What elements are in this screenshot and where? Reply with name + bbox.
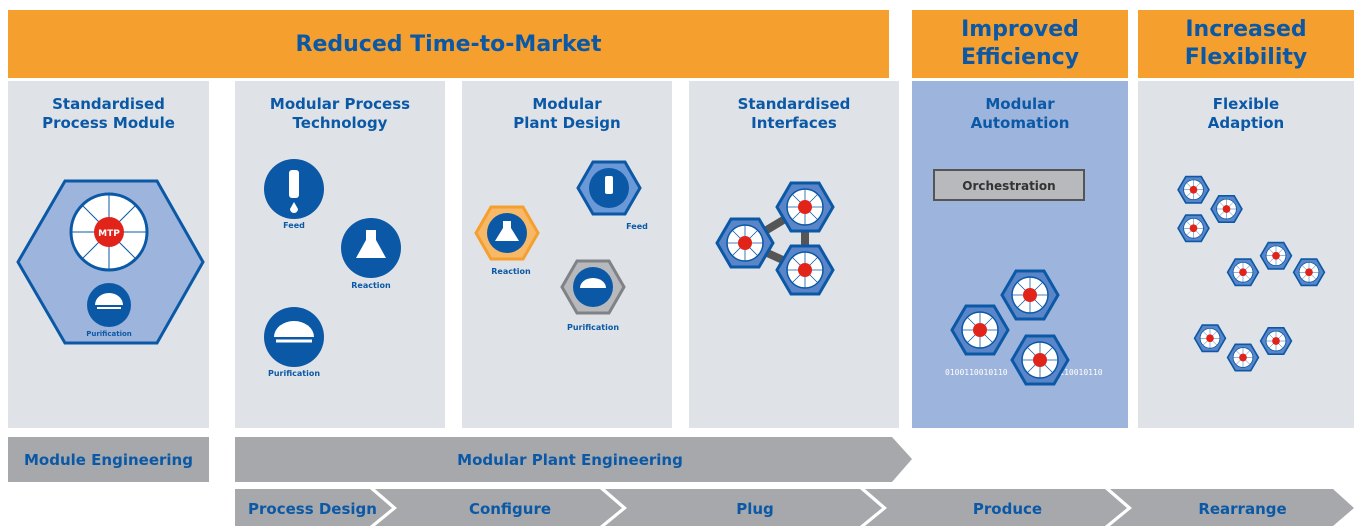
orchestration-label: Orchestration bbox=[962, 179, 1055, 193]
modular-plant-engineering-bar bbox=[235, 437, 912, 482]
module-cluster bbox=[1177, 175, 1326, 372]
svg-text:0100110010110: 0100110010110 bbox=[1040, 368, 1103, 377]
phase-rearrange: Rearrange bbox=[1198, 500, 1287, 518]
reaction-label: Reaction bbox=[491, 267, 531, 276]
purification-label: Purification bbox=[86, 330, 132, 338]
svg-text:0100110010110: 0100110010110 bbox=[945, 368, 1008, 377]
banner-time-to-market: Reduced Time-to-Market bbox=[8, 10, 889, 78]
phase-chevron bbox=[1110, 489, 1354, 526]
module-grey bbox=[1010, 334, 1070, 386]
column-title: Standardised Process Module bbox=[42, 95, 175, 132]
binary-streams: 0100110010110 0100110010110 bbox=[945, 368, 1103, 377]
phase-chevron bbox=[235, 489, 392, 526]
column-title: Modular Plant Design bbox=[513, 95, 621, 132]
phase-configure: Configure bbox=[468, 500, 552, 518]
column-modular-process-technology: Modular Process Technology bbox=[235, 81, 445, 428]
phase-process-design: Process Design bbox=[248, 500, 377, 518]
feed-label: Feed bbox=[626, 222, 648, 231]
phase-plug: Plug bbox=[736, 500, 774, 518]
banner-flexibility: Increased Flexibility bbox=[1138, 10, 1354, 78]
column-title: Modular Process Technology bbox=[269, 95, 411, 132]
banner-efficiency: Improved Efficiency bbox=[912, 10, 1128, 78]
module-blue bbox=[775, 181, 835, 233]
modular-plant-engineering-label: Modular Plant Engineering bbox=[457, 450, 683, 469]
module-orange bbox=[950, 304, 1010, 356]
phase-chevron bbox=[605, 489, 882, 526]
column-title: Flexible Adaption bbox=[1207, 95, 1285, 132]
phase-chevron bbox=[865, 489, 1127, 526]
purification-label: Purification bbox=[268, 369, 320, 378]
module-engineering-bar bbox=[8, 437, 209, 482]
phase-produce: Produce bbox=[972, 500, 1043, 518]
reaction-label: Reaction bbox=[351, 281, 391, 290]
column-title: Standardised Interfaces bbox=[737, 95, 851, 132]
module-orange bbox=[715, 217, 775, 269]
feed-label: Feed bbox=[283, 221, 305, 230]
module-grey bbox=[775, 244, 835, 296]
module-blue bbox=[1000, 269, 1060, 321]
module-engineering-label: Module Engineering bbox=[24, 450, 193, 469]
purification-label: Purification bbox=[567, 323, 619, 332]
mtp-label: MTP bbox=[98, 229, 120, 239]
column-title: Modular Automation bbox=[970, 95, 1070, 132]
mtp-core bbox=[94, 217, 124, 247]
orchestration-box bbox=[933, 169, 1085, 201]
phase-chevron bbox=[375, 489, 622, 526]
